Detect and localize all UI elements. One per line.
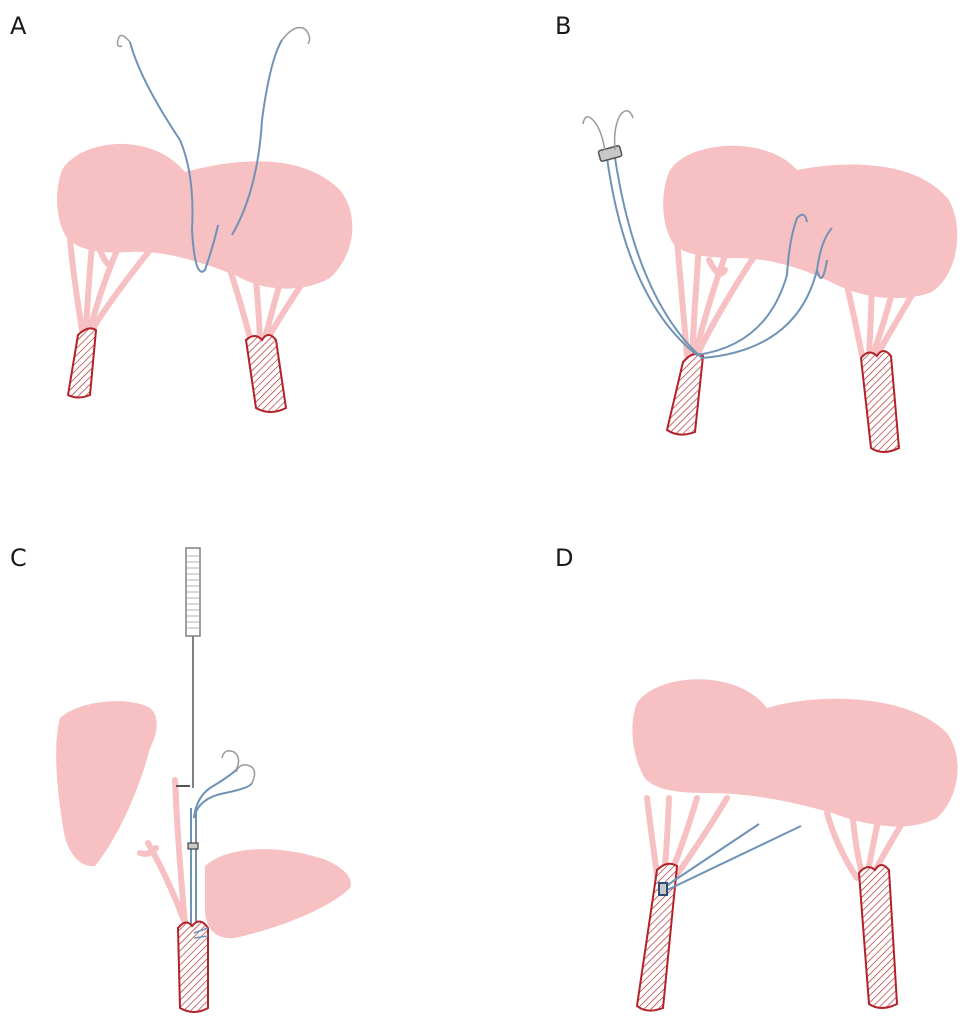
panel-a: A xyxy=(0,0,486,508)
papillary-muscle-right xyxy=(859,865,897,1008)
chordae-left xyxy=(140,780,185,923)
chordae-left xyxy=(70,240,150,330)
leaflet xyxy=(632,679,957,826)
papillary-muscle-left xyxy=(667,354,703,435)
panel-d: D xyxy=(487,508,973,1016)
papillary-muscle-left xyxy=(68,328,96,397)
pledget xyxy=(598,145,622,161)
panel-d-drawing xyxy=(487,508,973,1016)
needle-icon xyxy=(282,28,310,44)
leaflet xyxy=(663,146,957,298)
leaflet xyxy=(56,701,157,866)
panel-b: B xyxy=(487,0,973,508)
panel-c: C xyxy=(0,508,486,1016)
needle-icon xyxy=(222,751,239,770)
papillary-muscle xyxy=(178,921,208,1012)
pledget xyxy=(659,883,667,895)
leaflet xyxy=(57,144,352,289)
panel-b-drawing xyxy=(487,0,973,508)
panel-a-drawing xyxy=(0,0,486,508)
panel-c-drawing xyxy=(0,508,486,1016)
papillary-muscle-right xyxy=(861,351,899,452)
needle-icon xyxy=(615,111,633,150)
papillary-muscle-right xyxy=(246,335,286,412)
pledget xyxy=(188,843,198,849)
leaflet xyxy=(205,849,351,938)
papillary-muscle-left xyxy=(637,864,677,1011)
needle-icon xyxy=(583,117,605,150)
needle-icon xyxy=(236,765,255,783)
needle-icon xyxy=(118,35,131,46)
